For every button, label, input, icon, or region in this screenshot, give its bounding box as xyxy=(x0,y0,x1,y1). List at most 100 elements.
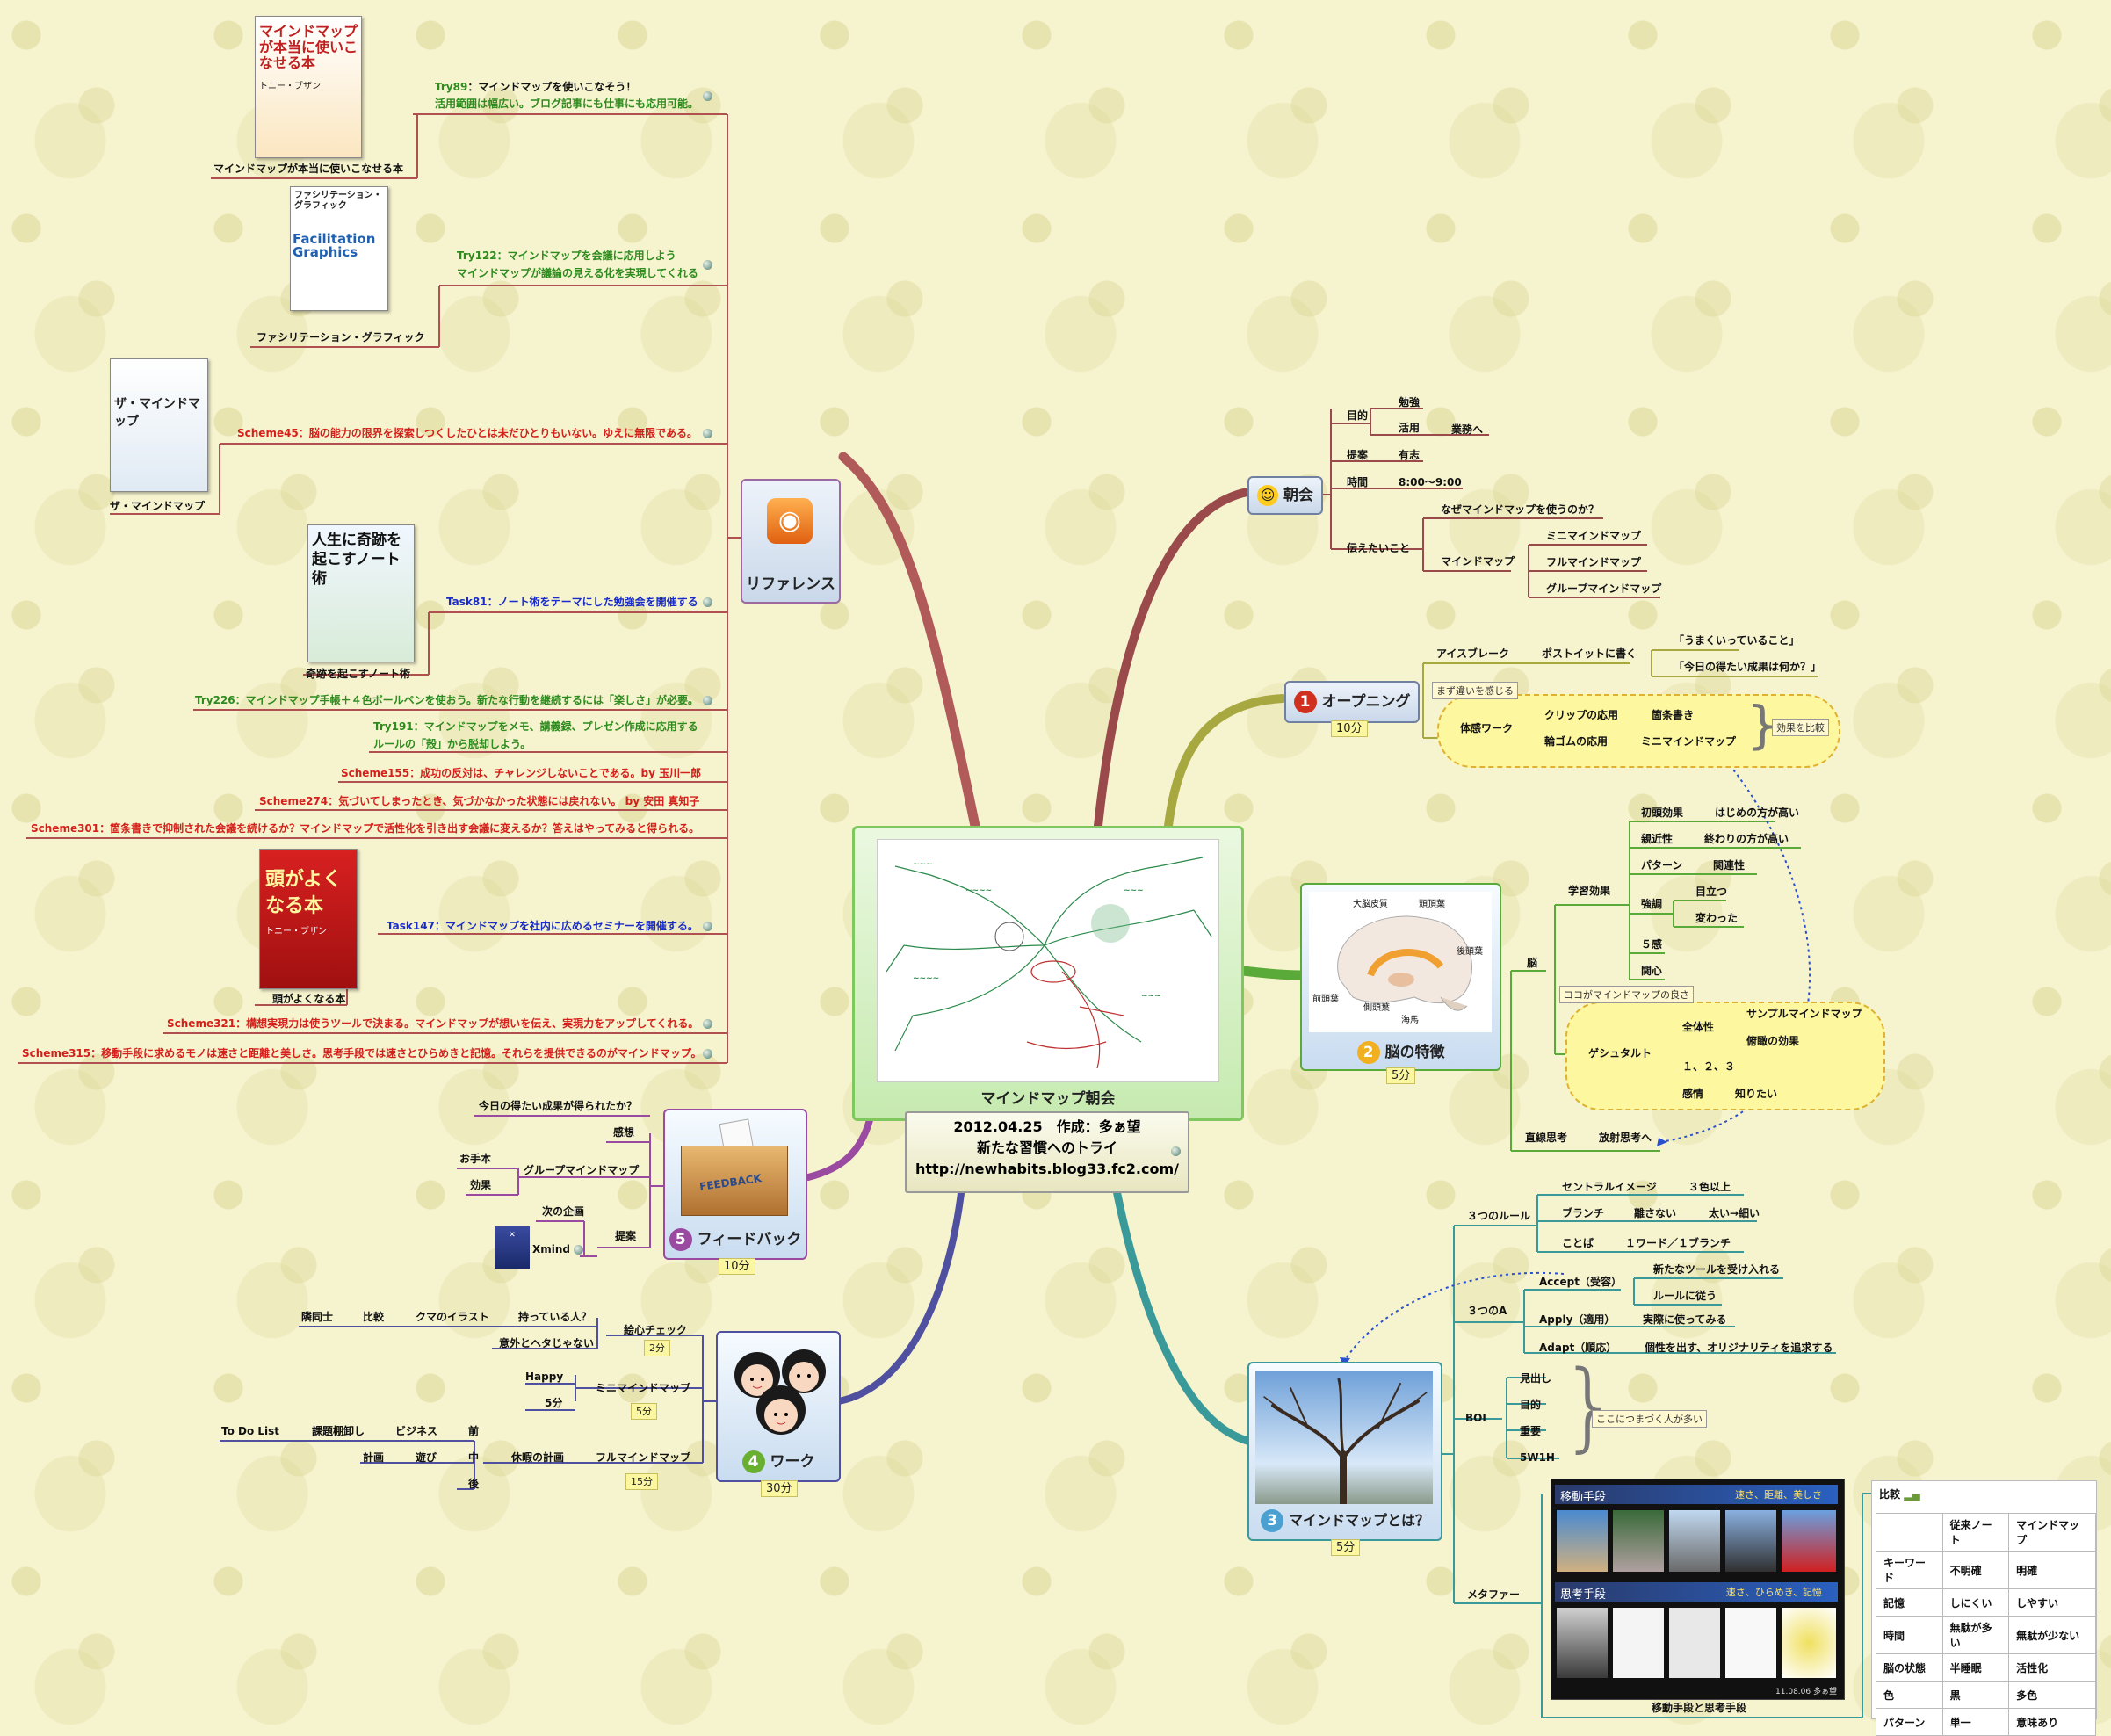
note-marker[interactable] xyxy=(703,1049,712,1059)
chokai-jikan-val: 8:00～9:00 xyxy=(1399,476,1462,488)
table-row: パターン単一意味あり xyxy=(1876,1708,2096,1736)
opening-mini: ミニマインドマップ xyxy=(1641,735,1737,748)
work-happy: Happy xyxy=(525,1371,564,1383)
note-marker[interactable] xyxy=(703,260,712,270)
brain-time: 5分 xyxy=(1386,1067,1416,1084)
ref-item-task147: Task147：マインドマップを社内に広めるセミナーを開催する。 xyxy=(387,920,698,932)
ido-photo-1 xyxy=(1557,1510,1608,1572)
work-rinseki: 隣同士 xyxy=(301,1311,334,1323)
brain-zentai: 全体性 xyxy=(1682,1021,1715,1033)
brain-cloud xyxy=(1565,1002,1885,1110)
brain-one23: １、２、３ xyxy=(1682,1060,1736,1073)
central-topic[interactable]: ~~~~~~~~~~~~~~~~~ マインドマップ朝会 xyxy=(852,826,1244,1121)
book-cover-4-title: 人生に奇跡を起こすノート術 xyxy=(312,532,401,588)
opening-time: 10分 xyxy=(1331,720,1368,737)
work-time: 30分 xyxy=(761,1480,798,1497)
brain-chokusen: 直線思考 xyxy=(1525,1132,1568,1144)
opening-q2: 「今日の得たい成果は何か？」 xyxy=(1674,661,1822,673)
topic-reference[interactable]: ◉ リファレンス xyxy=(741,479,841,604)
metaphor-date: 11.08.06 多ぁ望 xyxy=(1775,1688,1837,1696)
central-info-box: 2012.04.25 作成：多ぁ望 新たな習慣へのトライ http://newh… xyxy=(905,1111,1189,1193)
work-ato: 後 xyxy=(468,1478,480,1490)
tree-image xyxy=(1255,1371,1433,1508)
work-mini: ミニマインドマップ xyxy=(596,1382,691,1394)
ido-photo-3 xyxy=(1669,1510,1720,1572)
whatis-boi-note: ここにつまづく人が多い xyxy=(1592,1410,1707,1428)
book-caption-1: マインドマップが本当に使いこなせる本 xyxy=(213,163,404,175)
topic-chokai[interactable]: ☺ 朝会 xyxy=(1247,476,1323,515)
ref-item-try122-line2: マインドマップが議論の見える化を実現してくれる xyxy=(457,267,698,279)
metaphor-caption: 移動手段と思考手段 xyxy=(1652,1702,1747,1714)
ido-photo-5 xyxy=(1782,1510,1836,1572)
feedback-otehon: お手本 xyxy=(459,1153,492,1165)
ref-item-try191-line2: ルールの「殻」から脱却しよう。 xyxy=(373,738,531,750)
work-kuma: クマのイラスト xyxy=(416,1311,489,1323)
ref-item-scheme155: Scheme155：成功の反対は、チャレンジしないことである。by 玉川一郎 xyxy=(341,767,702,779)
rss-icon: ◉ xyxy=(767,498,813,544)
whatis-apply: Apply（適用） xyxy=(1539,1313,1616,1326)
whatis-branch-v2: 太い→細い xyxy=(1709,1207,1760,1219)
feedback-box-label: FEEDBACK xyxy=(698,1172,763,1193)
whatis-time: 5分 xyxy=(1331,1539,1361,1556)
book-cover-5-author: トニー・ブザン xyxy=(265,927,327,937)
note-marker[interactable] xyxy=(1171,1146,1181,1156)
brain-label: 脳の特徴 xyxy=(1384,1044,1445,1061)
central-url[interactable]: http://newhabits.blog33.fc2.com/ xyxy=(915,1161,1179,1177)
svg-text:~~~~: ~~~~ xyxy=(965,886,992,895)
whatis-branch-v1: 離さない xyxy=(1634,1207,1677,1219)
shiko-photo-2 xyxy=(1613,1608,1664,1678)
ref-item-scheme315: Scheme315：移動手段に求めるモノは速さと距離と美しさ。思考手段では速さと… xyxy=(22,1047,702,1060)
central-image: ~~~~~~~~~~~~~~~~~ xyxy=(877,839,1219,1082)
brain-kanshin: 関心 xyxy=(1641,965,1663,977)
work-number: 4 xyxy=(741,1450,765,1473)
whatis-three-a: ３つのA xyxy=(1467,1305,1507,1317)
work-mini-time: 5分 xyxy=(631,1403,657,1420)
ref-item-scheme321: Scheme321：構想実現力は使うツールで決まる。マインドマップが想いを伝え、… xyxy=(167,1017,699,1030)
note-marker[interactable] xyxy=(703,429,712,438)
whatis-number: 3 xyxy=(1260,1509,1283,1532)
note-marker[interactable] xyxy=(703,922,712,931)
whatis-kotoba-v: １ワード／１ブランチ xyxy=(1625,1237,1731,1249)
chokai-mokuteki: 目的 xyxy=(1347,409,1369,422)
note-marker[interactable] xyxy=(703,1019,712,1029)
svg-text:~~~: ~~~ xyxy=(1124,886,1144,895)
opening-q1: 「うまくいっていること」 xyxy=(1674,634,1800,647)
note-marker[interactable] xyxy=(574,1245,583,1255)
work-kadai: 課題棚卸し xyxy=(312,1425,365,1437)
whatis-accept-v2: ルールに従う xyxy=(1653,1290,1717,1302)
chokai-gyomu: 業務へ xyxy=(1451,423,1484,436)
ref-item-try226: Try226：マインドマップ手帳＋４色ボールペンを使おう。新たな行動を継続するに… xyxy=(195,694,698,706)
whatis-kotoba: ことば xyxy=(1562,1237,1594,1249)
chokai-katsuyo: 活用 xyxy=(1399,422,1421,434)
children-image xyxy=(727,1340,830,1445)
brain-kanjo: 感情 xyxy=(1682,1088,1704,1100)
ido-bar: 移動手段 速さ、距離、美しさ xyxy=(1555,1485,1838,1504)
table-row: 色黒多色 xyxy=(1876,1681,2096,1709)
book-cover-4: 人生に奇跡を起こすノート術 xyxy=(307,524,415,662)
brain-label-daino: 大脳皮質 xyxy=(1353,900,1388,909)
metaphor-image: 移動手段 速さ、距離、美しさ 思考手段 速さ、ひらめき、記憶 11.08.06 … xyxy=(1551,1479,1845,1700)
chokai-naze: なぜマインドマップを使うのか？ xyxy=(1441,503,1600,516)
central-subtitle: 新たな習慣へのトライ xyxy=(976,1139,1117,1156)
brain-shinkin-v: 終わりの方が高い xyxy=(1704,833,1789,845)
feedback-time: 10分 xyxy=(719,1258,755,1275)
note-marker[interactable] xyxy=(703,597,712,607)
note-marker[interactable] xyxy=(703,696,712,705)
opening-hikaku: 効果を比較 xyxy=(1772,719,1829,736)
ref-item-try89: Try89：マインドマップを使いこなそう！ xyxy=(435,81,637,93)
book-cover-2: ファシリテーション・グラフィック Facilitation Graphics xyxy=(290,186,388,311)
book-caption-3: ザ・マインドマップ xyxy=(110,500,206,512)
feedback-label: フィードバック xyxy=(697,1231,802,1248)
note-marker[interactable] xyxy=(703,91,712,101)
work-mae: 前 xyxy=(468,1425,480,1437)
book-caption-4: 奇跡を起こすノート術 xyxy=(306,668,411,680)
book-cover-2-title: ファシリテーション・グラフィック xyxy=(294,191,382,211)
book-cover-5: 頭がよくなる本 トニー・ブザン xyxy=(259,849,358,989)
